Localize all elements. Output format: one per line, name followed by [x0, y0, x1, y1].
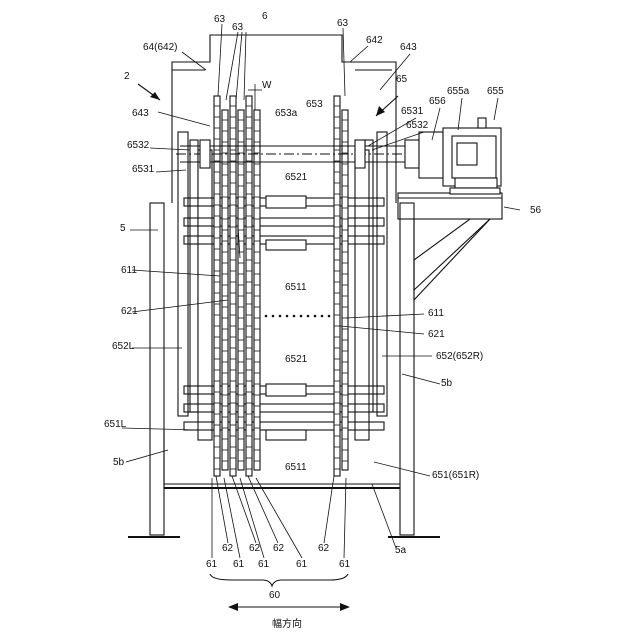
label-652R: 652(652R) — [436, 351, 483, 362]
label-651L: 651L — [104, 419, 127, 430]
dot — [286, 315, 289, 318]
dot — [328, 315, 331, 318]
label-6532-right: 6532 — [406, 120, 429, 131]
label-655: 655 — [487, 86, 504, 97]
label-655a: 655a — [447, 86, 470, 97]
label-6521-top: 6521 — [285, 172, 308, 183]
dot — [314, 315, 317, 318]
label-643-right: 643 — [400, 42, 417, 53]
label-6521-bottom: 6521 — [285, 354, 308, 365]
leader-line — [122, 428, 196, 430]
arrow-2 — [138, 84, 160, 100]
label-611-right: 611 — [428, 308, 444, 319]
plate-61 — [230, 96, 236, 476]
label-64: 64(642) — [143, 42, 177, 53]
leader-line — [374, 462, 430, 476]
plate-61 — [246, 96, 252, 476]
leader-line — [158, 112, 210, 126]
label-62-d: 62 — [318, 543, 330, 554]
label-651R: 651(651R) — [432, 470, 479, 481]
label-62-c: 62 — [273, 543, 285, 554]
plate-stack-right — [334, 96, 348, 476]
label-6532-left: 6532 — [127, 140, 150, 151]
side-plate-652R — [377, 132, 387, 416]
label-5: 5 — [120, 223, 126, 234]
width-direction-arrow — [228, 603, 350, 611]
dot — [307, 315, 310, 318]
label-611-left: 611 — [121, 265, 137, 276]
plate-62 — [334, 96, 340, 476]
leader-line — [244, 32, 246, 100]
continuation-dots — [265, 315, 331, 318]
label-65: 65 — [396, 74, 408, 85]
arrow-65 — [376, 96, 398, 116]
label-6531-right: 6531 — [401, 106, 424, 117]
leader-line — [236, 32, 242, 100]
label-656: 656 — [429, 96, 446, 107]
label-6511-top: 6511 — [285, 282, 307, 293]
label-61-d: 61 — [296, 559, 308, 570]
label-642: 642 — [366, 35, 383, 46]
plate-651R — [355, 150, 369, 440]
label-6531-left: 6531 — [132, 164, 155, 175]
label-2: 2 — [124, 71, 130, 82]
label-60: 60 — [269, 590, 281, 601]
dot — [293, 315, 296, 318]
label-61-b: 61 — [233, 559, 245, 570]
leader-line — [504, 207, 520, 210]
leader-line — [216, 476, 228, 543]
brace-60 — [210, 574, 348, 586]
label-5a: 5a — [395, 545, 407, 556]
label-621-right: 621 — [428, 329, 445, 340]
dot — [300, 315, 303, 318]
dot — [265, 315, 268, 318]
label-5b-right: 5b — [441, 378, 453, 389]
label-63-b: 63 — [232, 22, 244, 33]
plate-stack-left — [214, 96, 260, 476]
label-653a: 653a — [275, 108, 298, 119]
label-w: W — [262, 80, 272, 91]
side-plate-651L-outer — [190, 140, 198, 412]
leader-line — [226, 32, 238, 100]
caption-width-direction: 幅方向 — [272, 617, 302, 630]
leader-line — [182, 52, 206, 70]
leader-line — [458, 98, 462, 130]
plate-651L — [198, 150, 212, 440]
label-61-c: 61 — [258, 559, 270, 570]
label-6: 6 — [262, 11, 268, 22]
dot — [321, 315, 324, 318]
dot — [272, 315, 275, 318]
leader-line — [494, 98, 498, 120]
leader-line — [344, 478, 346, 558]
label-621-left: 621 — [121, 306, 138, 317]
plate-61 — [214, 96, 220, 476]
label-62-b: 62 — [249, 543, 261, 554]
label-652L: 652L — [112, 341, 135, 352]
leader-line — [372, 484, 396, 548]
label-643-left: 643 — [132, 108, 149, 119]
label-56: 56 — [530, 205, 542, 216]
leader-line — [324, 476, 334, 543]
label-62-a: 62 — [222, 543, 234, 554]
label-63-c: 63 — [337, 18, 349, 29]
label-61-e: 61 — [339, 559, 351, 570]
label-63-a: 63 — [214, 14, 226, 25]
leader-line — [126, 450, 168, 462]
label-5b-left: 5b — [113, 457, 125, 468]
leader-line — [350, 46, 368, 62]
label-61-a: 61 — [206, 559, 218, 570]
label-6511-bottom: 6511 — [285, 462, 307, 473]
leader-line — [402, 374, 440, 384]
dot — [279, 315, 282, 318]
label-653: 653 — [306, 99, 323, 110]
